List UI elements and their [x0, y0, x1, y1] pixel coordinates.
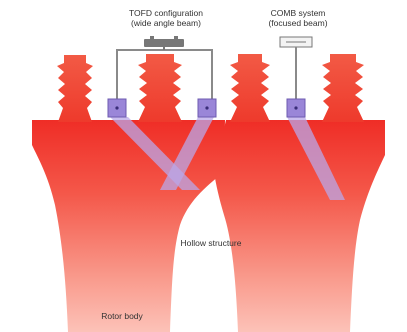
- rotor-body-left: [32, 120, 225, 332]
- tofd-label-line2: (wide angle beam): [129, 18, 203, 28]
- blade-root-3: [230, 54, 270, 122]
- rotor-body-label: Rotor body: [101, 311, 143, 321]
- tofd-label: TOFD configuration (wide angle beam): [129, 8, 203, 28]
- comb-label-line1: COMB system: [268, 8, 327, 18]
- tofd-probe-left: [108, 99, 126, 117]
- tofd-fixture-handle: [144, 39, 184, 47]
- tofd-probe-right: [198, 99, 216, 117]
- comb-label: COMB system (focused beam): [268, 8, 327, 28]
- blade-root-4: [322, 54, 364, 122]
- rotor-body-right: [214, 120, 385, 332]
- comb-probe: [287, 99, 305, 117]
- comb-label-line2: (focused beam): [268, 18, 327, 28]
- blade-root-2: [138, 54, 182, 122]
- hollow-structure-label: Hollow structure: [181, 238, 242, 248]
- blade-root-1: [57, 55, 93, 122]
- tofd-label-line1: TOFD configuration: [129, 8, 203, 18]
